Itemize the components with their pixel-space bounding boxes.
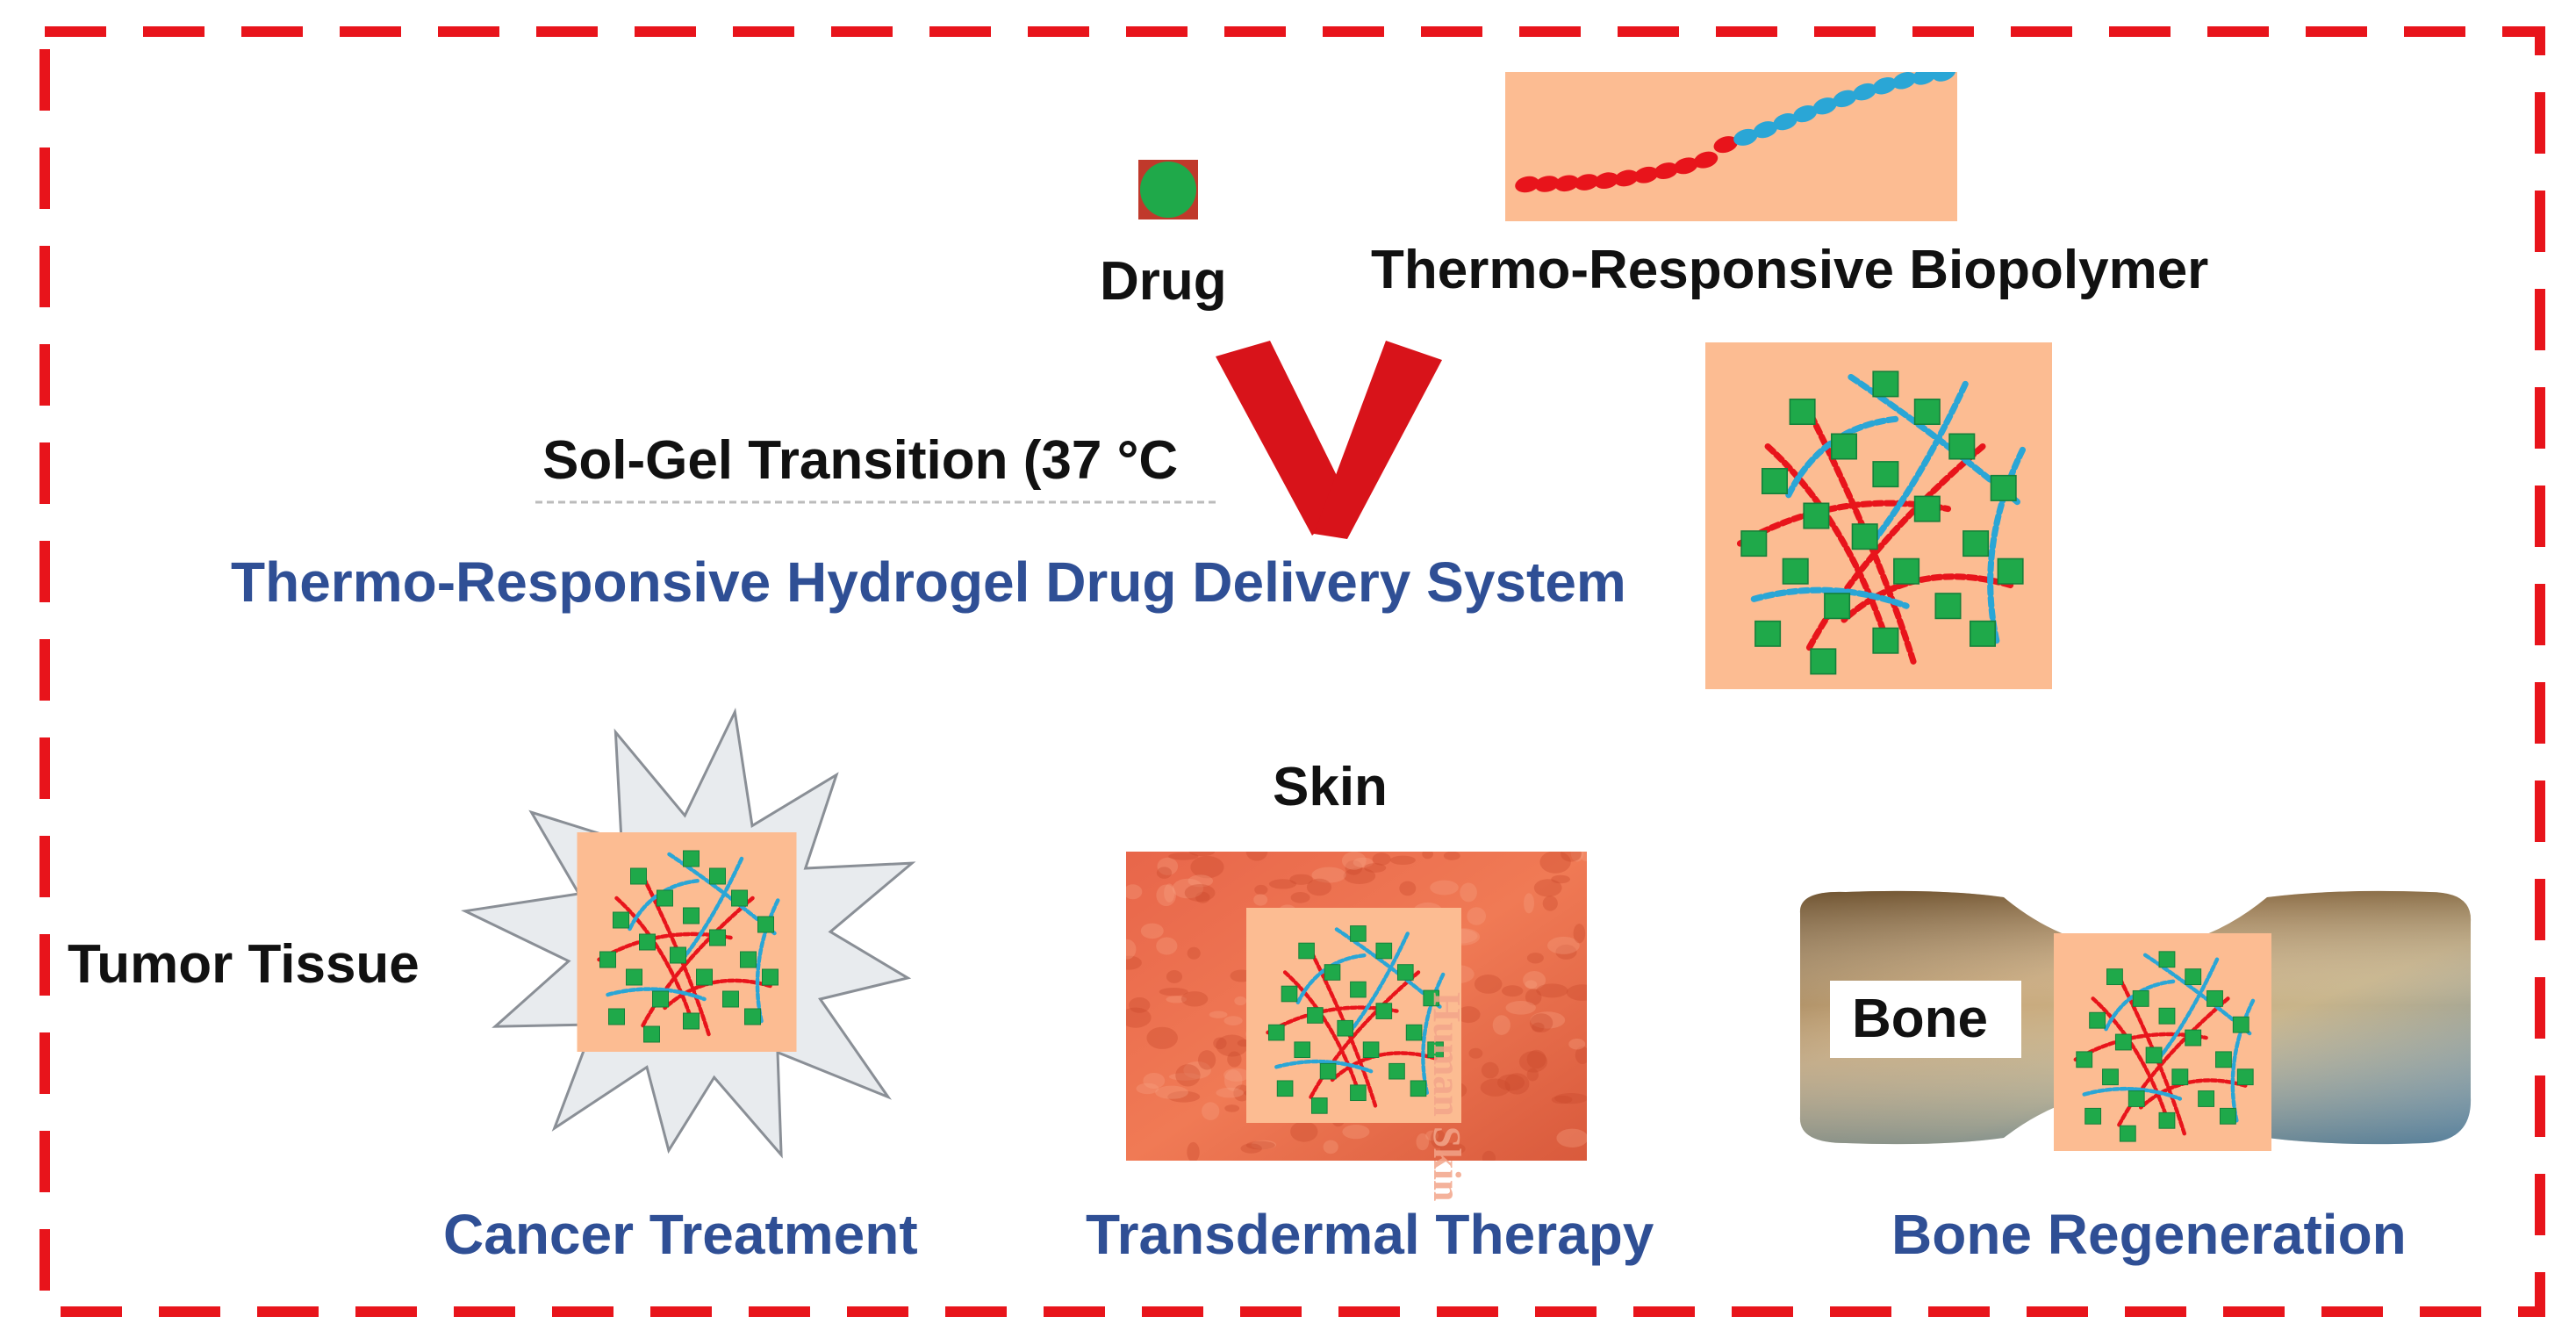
bone-label: Bone <box>1852 989 1988 1049</box>
system-title: Thermo-Responsive Hydrogel Drug Delivery… <box>231 550 1626 614</box>
cancer-treatment-label: Cancer Treatment <box>443 1203 918 1266</box>
dashed-frame <box>39 26 2545 1317</box>
transition-arrow <box>1216 341 1442 539</box>
drug-icon <box>1138 160 1198 219</box>
hydrogel-network-image <box>1705 342 2052 689</box>
skin-hydrogel-image <box>1246 908 1461 1123</box>
drug-label: Drug <box>1100 251 1227 312</box>
dotted-underline <box>535 500 1220 504</box>
skin-label: Skin <box>1273 757 1388 817</box>
biopolymer-chain-image <box>1505 72 1957 221</box>
biopolymer-label: Thermo-Responsive Biopolymer <box>1371 240 2209 300</box>
skin-watermark: Human Skin <box>1425 992 1468 1202</box>
tumor-hydrogel-image <box>577 832 797 1052</box>
bone-regeneration-label: Bone Regeneration <box>1891 1203 2407 1266</box>
transdermal-therapy-label: Transdermal Therapy <box>1086 1203 1654 1266</box>
bone-hydrogel-image <box>2054 933 2271 1151</box>
sol-gel-transition-label: Sol-Gel Transition (37 °C <box>542 430 1179 491</box>
tumor-tissue-label: Tumor Tissue <box>68 934 420 995</box>
bone-label-box <box>1830 981 2021 1058</box>
